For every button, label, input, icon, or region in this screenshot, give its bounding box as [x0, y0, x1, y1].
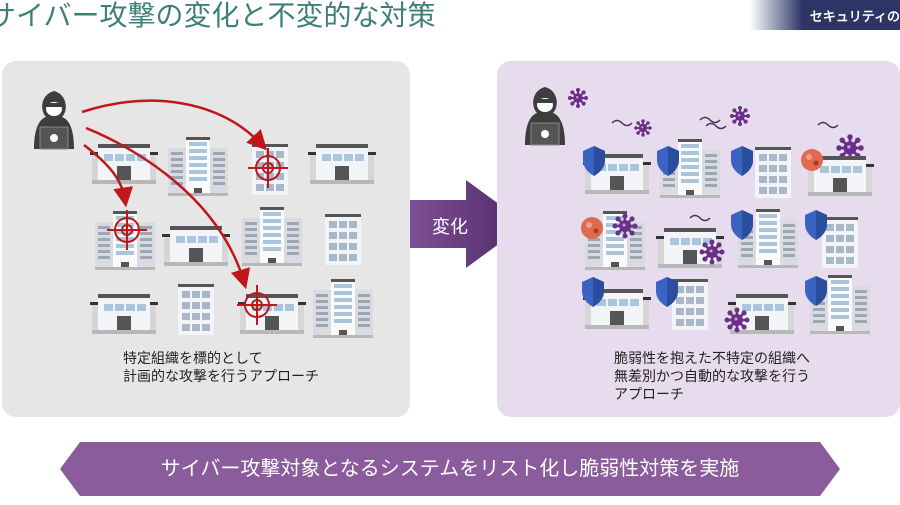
caption-line: 計画的な攻撃を行うアプローチ [123, 369, 319, 385]
caption-line: 脆弱性を抱えた不特定の組織へ [614, 351, 810, 367]
shield-icon [656, 277, 678, 307]
caption-line: アプローチ [614, 387, 684, 403]
building-icon [252, 144, 288, 195]
attack-arrow [83, 144, 134, 208]
building-icon [90, 144, 158, 184]
building-icon [755, 147, 791, 198]
building-icon [90, 294, 158, 334]
shield-icon [805, 210, 827, 240]
attack-arrow [81, 99, 268, 151]
section-badge: セキュリティの [750, 0, 900, 30]
building-icon [242, 207, 302, 266]
motion-line [705, 122, 727, 130]
virus-icon [730, 106, 750, 126]
countermeasure-banner-label: サイバー攻撃対象となるシステムをリスト化し脆弱性対策を実施 [160, 456, 740, 480]
infection-icon [581, 217, 603, 239]
motion-line [699, 116, 721, 124]
building-icon [583, 289, 651, 329]
shield-icon [657, 146, 679, 176]
building-icon [168, 137, 228, 196]
motion-line [689, 214, 711, 222]
infection-icon [801, 149, 823, 171]
section-badge-label: セキュリティの [809, 10, 900, 25]
building-icon [178, 284, 214, 335]
shield-icon [582, 277, 604, 307]
hacker-icon [525, 87, 565, 146]
caption-line: 特定組織を標的として [123, 351, 263, 367]
building-icon [325, 214, 361, 265]
shield-icon [805, 276, 827, 306]
building-icon [162, 226, 230, 266]
hacker-icon [34, 91, 74, 150]
shield-icon [731, 210, 753, 240]
shield-icon [583, 146, 605, 176]
virus-icon [699, 239, 725, 265]
crosshair-icon [248, 148, 288, 188]
change-arrow [410, 180, 526, 268]
virus-icon [634, 119, 652, 137]
building-icon [822, 217, 858, 268]
building-icon [238, 294, 306, 334]
crosshair-icon [237, 285, 277, 325]
motion-line [611, 119, 633, 127]
countermeasure-banner [60, 442, 840, 496]
attack-arrow [85, 126, 251, 290]
motion-line [817, 121, 839, 129]
virus-icon [612, 213, 638, 239]
building-icon [806, 156, 874, 196]
change-arrow-label: 変化 [432, 217, 468, 238]
virus-icon [568, 88, 588, 108]
page-title: サイバー攻撃の変化と不変的な対策 [0, 0, 436, 32]
building-icon [672, 279, 708, 330]
untargeted-attack-caption: 脆弱性を抱えた不特定の組織へ 無差別かつ自動的な攻撃を行う アプローチ [614, 350, 810, 404]
shield-icon [731, 146, 753, 176]
targeted-attack-caption: 特定組織を標的として 計画的な攻撃を行うアプローチ [123, 350, 319, 386]
building-icon [313, 279, 373, 338]
virus-icon [724, 307, 750, 333]
caption-line: 無差別かつ自動的な攻撃を行う [614, 369, 810, 385]
crosshair-icon [107, 210, 147, 250]
building-icon [308, 144, 376, 184]
building-icon [660, 139, 720, 198]
